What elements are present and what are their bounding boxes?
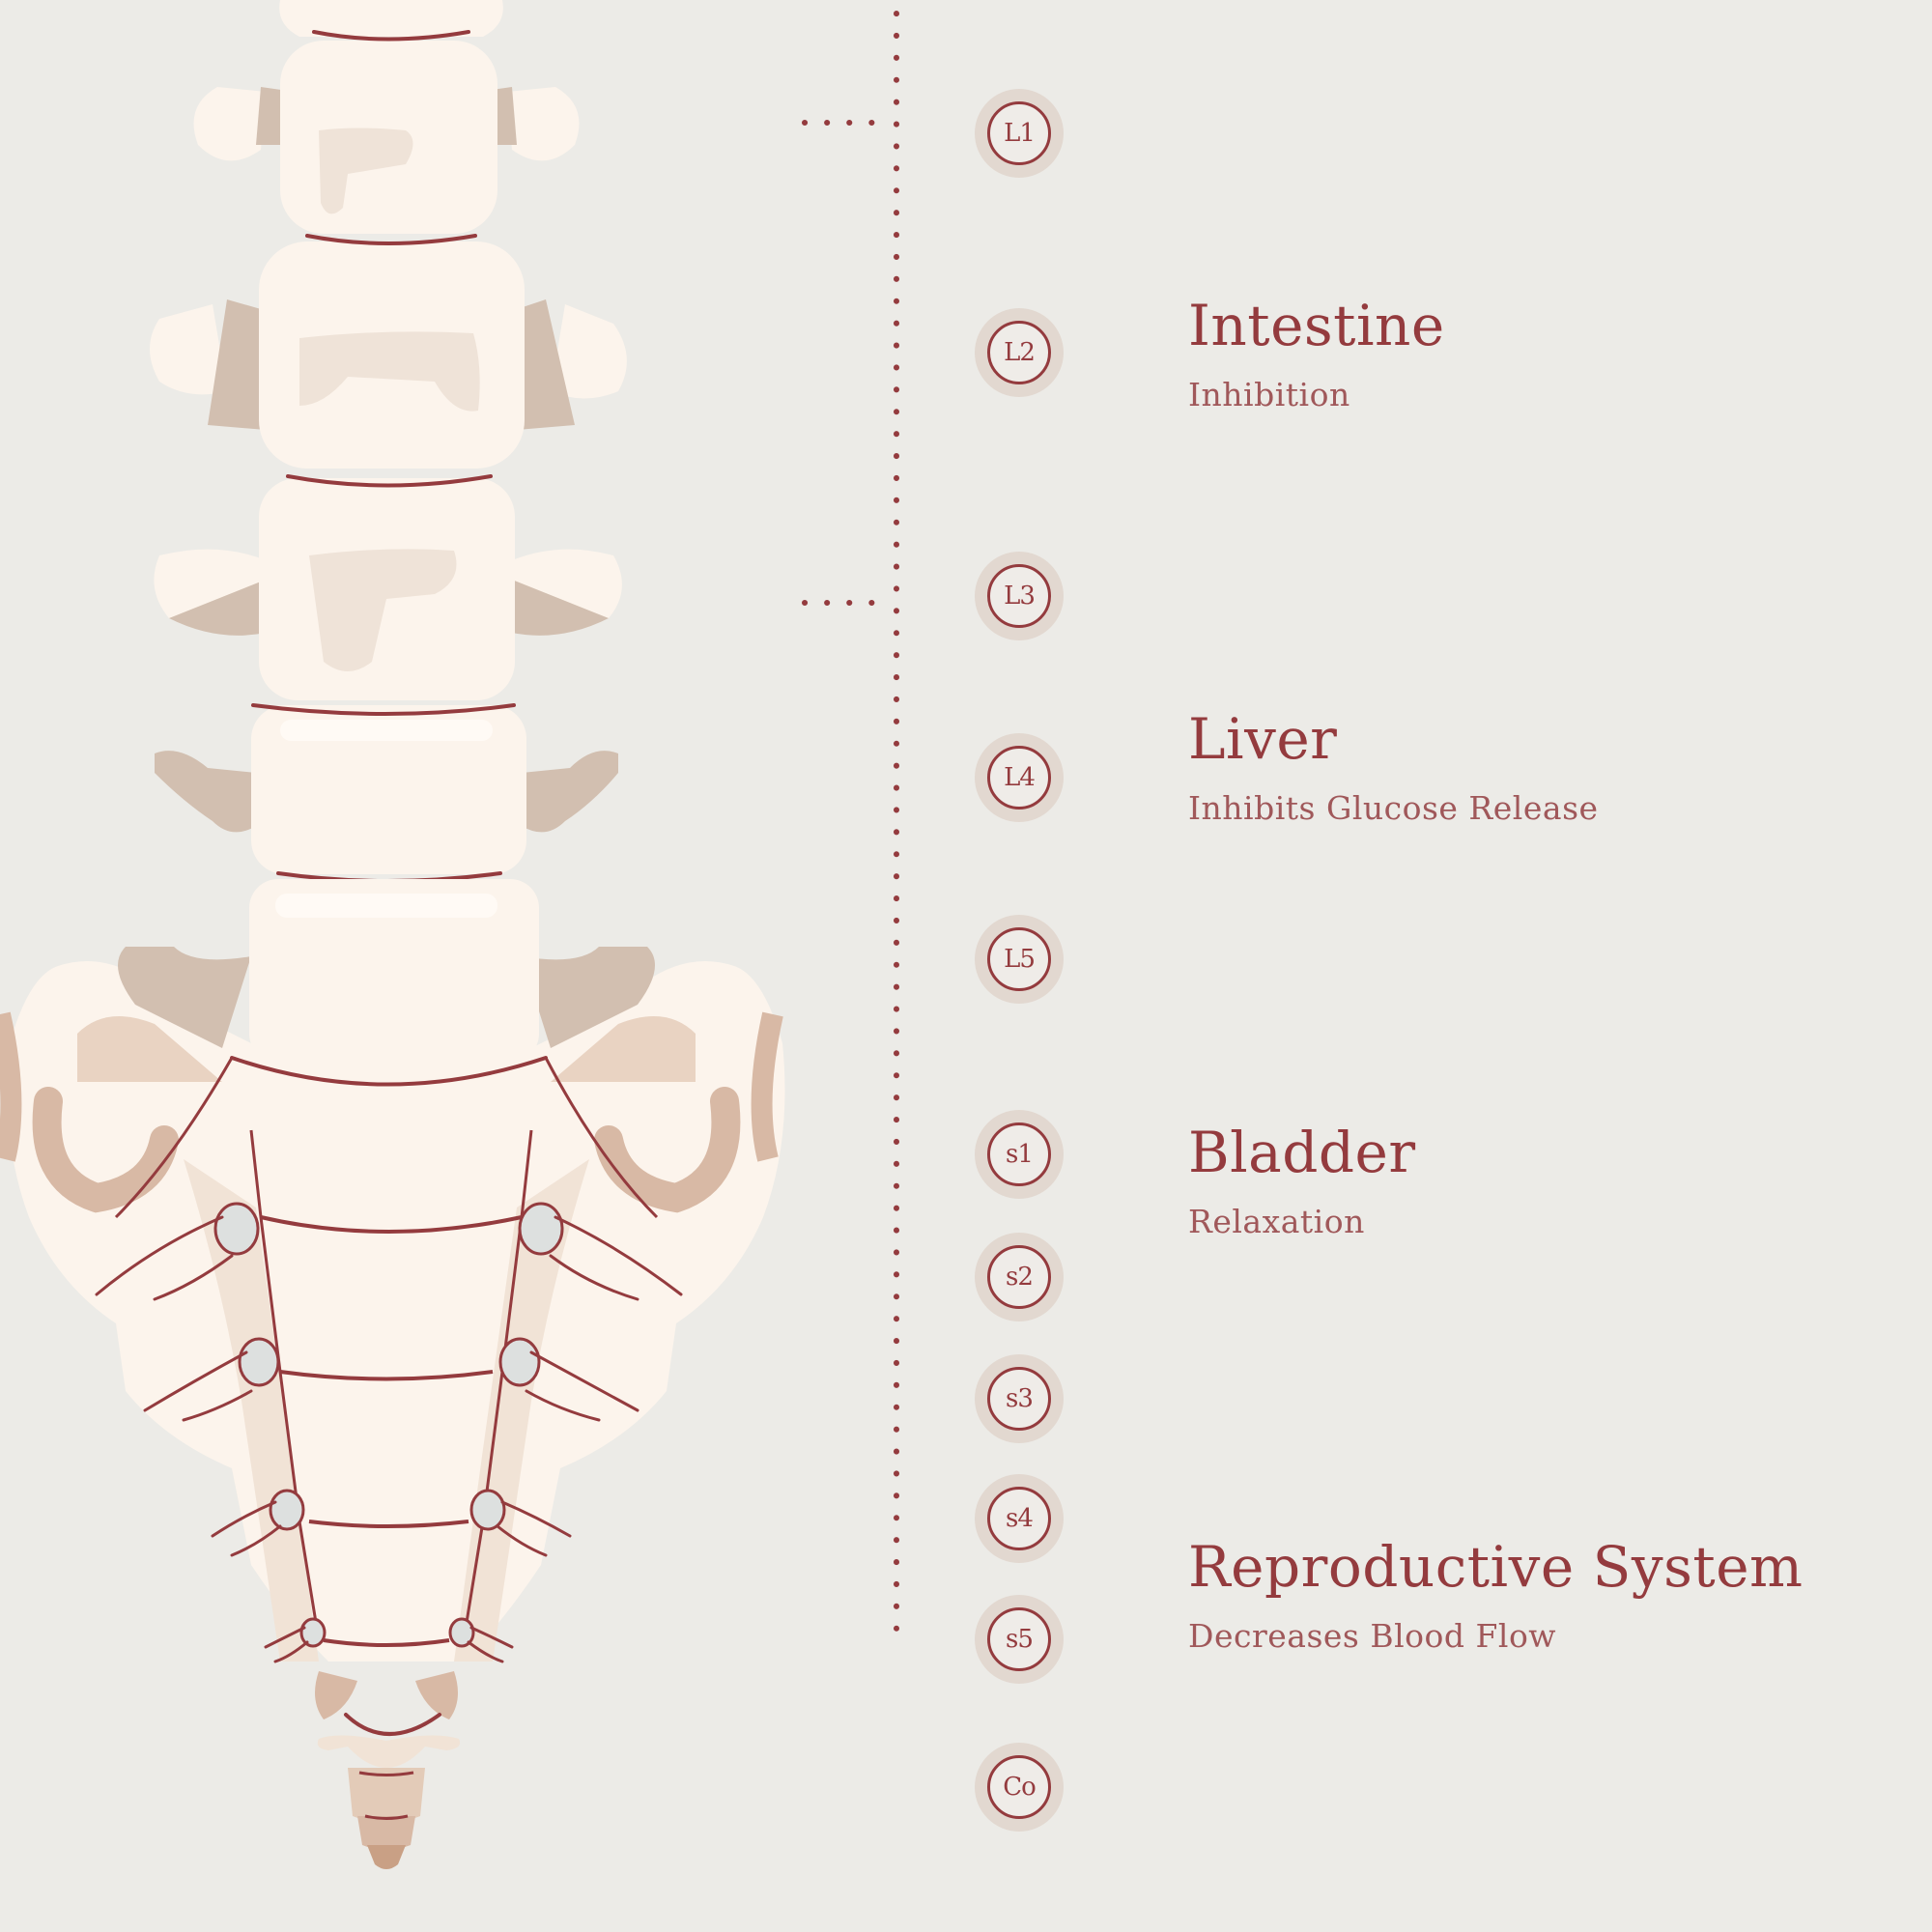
sacral-foramina — [95, 1202, 683, 1663]
organ-effect: Decreases Blood Flow — [1188, 1617, 1557, 1655]
vertebra-l3 — [154, 474, 622, 700]
organ-title: Bladder — [1188, 1120, 1416, 1185]
spine-illustration — [0, 0, 785, 1869]
badge-label: s2 — [987, 1245, 1051, 1309]
coccyx — [315, 1671, 461, 1869]
organ-label-reproductive-system: Reproductive System Decreases Blood Flow — [1188, 1539, 1804, 1652]
sacrum — [0, 879, 785, 1662]
badge-label: s1 — [987, 1122, 1051, 1186]
organ-effect: Relaxation — [1188, 1203, 1365, 1240]
badge-s2: s2 — [975, 1233, 1064, 1321]
badge-s1: s1 — [975, 1110, 1064, 1199]
badge-l1: L1 — [975, 89, 1064, 178]
vertebra-l1 — [193, 30, 580, 234]
badge-label: s3 — [987, 1367, 1051, 1431]
organ-title: Reproductive System — [1188, 1534, 1804, 1600]
vertebra-l2 — [150, 234, 627, 469]
badge-l3: L3 — [975, 552, 1064, 640]
badge-label: L1 — [987, 101, 1051, 165]
badge-l2: L2 — [975, 308, 1064, 397]
organ-effect: Inhibition — [1188, 376, 1350, 413]
badge-label: Co — [987, 1755, 1051, 1819]
badge-label: L5 — [987, 927, 1051, 991]
badge-label: L2 — [987, 321, 1051, 384]
organ-title: Liver — [1188, 706, 1338, 772]
badge-label: L4 — [987, 746, 1051, 810]
organ-label-bladder: Bladder Relaxation — [1188, 1124, 1416, 1237]
badge-label: s4 — [987, 1487, 1051, 1550]
organ-label-intestine: Intestine Inhibition — [1188, 298, 1445, 411]
badge-l5: L5 — [975, 915, 1064, 1004]
vertebra-t12 — [279, 0, 503, 37]
organ-effect: Inhibits Glucose Release — [1188, 789, 1599, 827]
badge-s4: s4 — [975, 1474, 1064, 1563]
badge-label: s5 — [987, 1607, 1051, 1671]
badge-s5: s5 — [975, 1595, 1064, 1684]
badge-co: Co — [975, 1743, 1064, 1832]
organ-label-liver: Liver Inhibits Glucose Release — [1188, 711, 1599, 824]
vertebra-l4 — [155, 703, 618, 874]
organ-title: Intestine — [1188, 293, 1445, 358]
badge-label: L3 — [987, 564, 1051, 628]
badge-s3: s3 — [975, 1354, 1064, 1443]
badge-l4: L4 — [975, 733, 1064, 822]
